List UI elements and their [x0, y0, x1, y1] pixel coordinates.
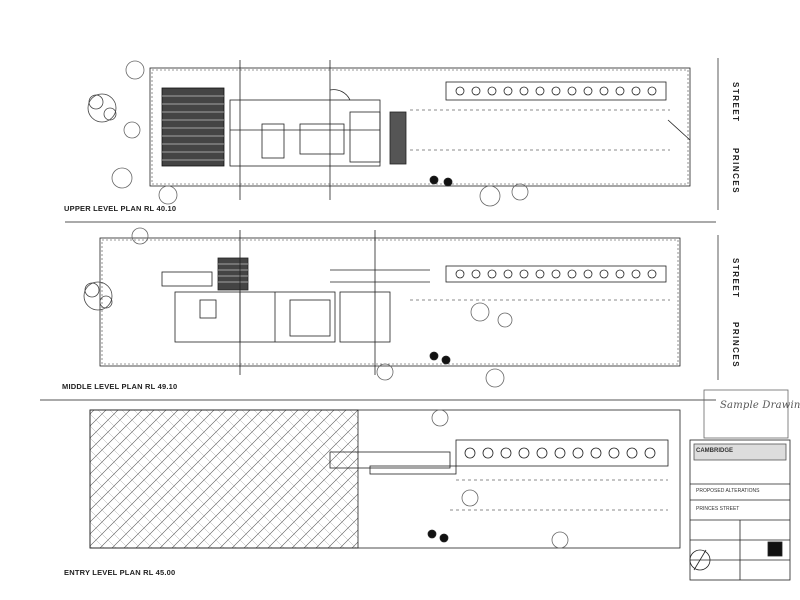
shrubs-entry	[431, 409, 569, 549]
planter-row-entry	[464, 447, 656, 459]
planter-row-middle	[455, 269, 657, 279]
middle-level-plan	[83, 227, 681, 388]
tree-middle	[83, 281, 113, 311]
street-label-upper-2: PRINCES	[731, 148, 740, 195]
street-label-upper-1: STREET	[731, 82, 740, 123]
street-label-middle-1: STREET	[731, 258, 740, 299]
upper-level-plan-title: UPPER LEVEL PLAN RL 40.10	[64, 204, 177, 213]
entry-level-plan-title: ENTRY LEVEL PLAN RL 45.00	[64, 568, 176, 577]
hatched-deck-upper	[161, 87, 225, 167]
north-arrow	[689, 549, 711, 571]
middle-level-plan-title: MIDDLE LEVEL PLAN RL 49.10	[62, 382, 178, 391]
titleblock-line-3: PRINCES STREET	[696, 506, 740, 512]
titleblock-line-2: PROPOSED ALTERATIONS	[696, 488, 760, 494]
entry-level-plan	[89, 409, 681, 549]
shrubs-middle	[131, 227, 513, 388]
title-block	[689, 389, 791, 581]
titleblock-line-1: CAMBRIDGE	[696, 448, 733, 454]
logo-block	[767, 541, 783, 557]
handwritten-note: Sample Drawing	[720, 400, 800, 411]
hatched-stair-middle	[217, 257, 249, 291]
upper-level-plan	[87, 60, 691, 207]
shrubs-upper	[111, 60, 529, 207]
tree-upper	[87, 93, 117, 123]
paved-forecourt	[89, 409, 359, 549]
section-dividers	[40, 221, 716, 401]
street-label-middle-2: PRINCES	[731, 322, 740, 369]
planter-row-upper	[455, 86, 657, 96]
